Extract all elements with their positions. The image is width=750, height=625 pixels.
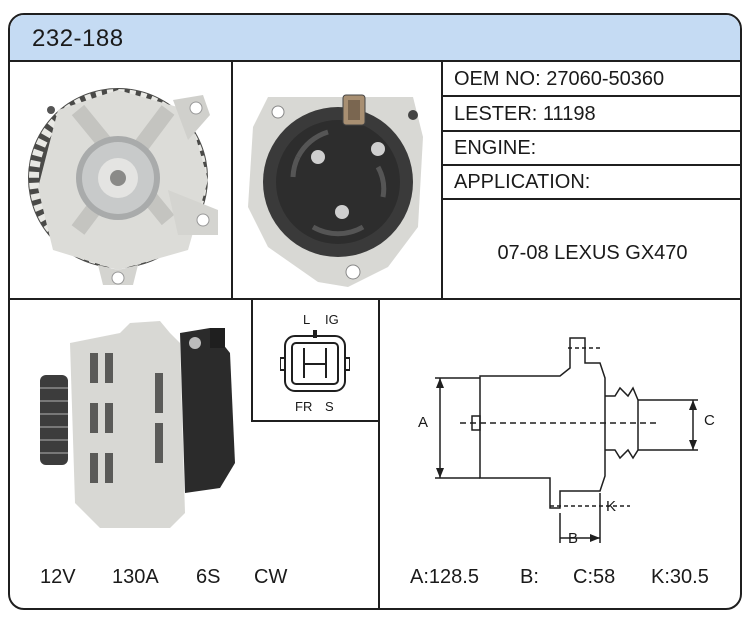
connector-label-ig: IG xyxy=(325,312,339,327)
application-value: 07-08 LEXUS GX470 xyxy=(497,242,688,264)
alternator-front-photo xyxy=(28,88,218,285)
dim-label-k: K xyxy=(606,498,617,515)
dimension-b-value: B: xyxy=(520,566,539,588)
rotation-rating: CW xyxy=(254,566,288,588)
divider-spec2 xyxy=(443,130,740,132)
application-label: APPLICATION: xyxy=(454,171,591,193)
alternator-rear-photo xyxy=(248,94,423,287)
dim-label-b: B xyxy=(568,530,579,547)
divider-v2 xyxy=(441,62,443,298)
divider-spec4 xyxy=(443,198,740,200)
dimension-c-value: C:58 xyxy=(573,566,616,588)
divider-h-middle xyxy=(10,298,740,300)
alternator-side-photo xyxy=(40,321,235,528)
voltage-rating: 12V xyxy=(40,566,76,588)
divider-connector-left xyxy=(251,300,253,420)
connector-plug-icon xyxy=(280,330,350,392)
lester-number: LESTER: 11198 xyxy=(454,103,596,125)
connector-label-s: S xyxy=(325,399,334,414)
part-number-title: 232-188 xyxy=(32,25,124,52)
connector-label-fr: FR xyxy=(295,399,313,414)
divider-connector-bottom xyxy=(251,420,380,422)
dimension-k-value: K:30.5 xyxy=(651,566,709,588)
divider-spec1 xyxy=(443,95,740,97)
dim-label-a: A xyxy=(418,414,429,431)
divider-v1 xyxy=(231,62,233,298)
divider-spec3 xyxy=(443,164,740,166)
dimension-drawing xyxy=(435,337,698,543)
dimension-a-value: A:128.5 xyxy=(410,566,479,588)
groove-rating: 6S xyxy=(196,566,221,588)
dim-label-c: C xyxy=(704,412,715,429)
header-bar: 232-188 xyxy=(10,15,740,62)
amperage-rating: 130A xyxy=(112,566,159,588)
divider-v3 xyxy=(378,300,380,608)
connector-label-l: L xyxy=(303,312,311,327)
oem-number: OEM NO: 27060-50360 xyxy=(454,68,665,90)
product-spec-card: 232-188 OEM NO: 27060-50360 LESTER: 1119… xyxy=(8,13,742,610)
engine-label: ENGINE: xyxy=(454,137,537,159)
